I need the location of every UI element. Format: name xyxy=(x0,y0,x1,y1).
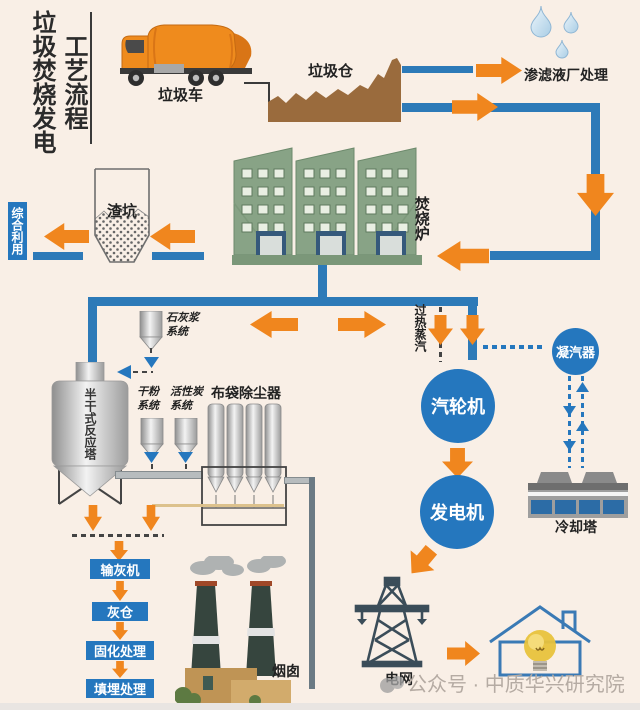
condenser-dash-h xyxy=(483,345,545,349)
steam-arrow-right xyxy=(338,311,386,338)
bunker-label: 垃圾仓 xyxy=(308,63,354,80)
chimney-icon xyxy=(175,556,291,706)
condenser-label: 凝汽器 xyxy=(555,345,595,360)
dry-powder-dash xyxy=(151,464,153,471)
watermark-logo xyxy=(380,676,408,694)
page-title-line1: 垃圾焚烧发电 xyxy=(28,10,55,154)
landfill-box: 填埋处理 xyxy=(86,679,154,698)
baghouse-label: 布袋除尘器 xyxy=(211,385,281,401)
turbine-generator-arrow xyxy=(442,448,473,478)
ash-silo-label: 灰仓 xyxy=(106,605,133,620)
house-icon xyxy=(489,605,591,677)
slag-bar-2 xyxy=(33,252,83,260)
ash-conveyor-box: 输灰机 xyxy=(90,559,150,579)
condenser-dash-v1 xyxy=(568,376,571,468)
page-title-line2: 工艺流程 xyxy=(60,34,87,130)
flue-duct-vertical xyxy=(309,477,315,689)
landfill-label: 填埋处理 xyxy=(93,682,146,697)
lime-dash-v xyxy=(150,348,152,357)
watermark-text: 公众号 · 中质华兴研究院 xyxy=(407,674,625,696)
carbon-chevron xyxy=(178,452,193,463)
solidify-box: 固化处理 xyxy=(86,641,154,660)
condenser-tri-up-1 xyxy=(576,382,589,392)
water-drops-icon xyxy=(530,6,579,59)
building-down-pipe xyxy=(318,265,327,302)
reactor-ash-arrow xyxy=(84,505,102,531)
dry-powder-label: 干粉 系统 xyxy=(137,386,159,412)
slag-arrow-1 xyxy=(150,223,195,250)
slag-pit-icon xyxy=(94,168,150,263)
truck-label: 垃圾车 xyxy=(158,87,204,104)
ash-arrow-1 xyxy=(112,581,128,601)
solidify-label: 固化处理 xyxy=(93,644,146,659)
main-pipe-h xyxy=(88,297,478,306)
grid-house-arrow xyxy=(447,641,480,666)
leachate-label: 渗滤液厂处理 xyxy=(524,67,608,83)
carbon-label: 活性炭 系统 xyxy=(170,386,203,412)
condenser-tri-down-1 xyxy=(563,406,576,416)
ash-arrow-to-conveyor xyxy=(110,541,128,561)
baghouse-out-duct xyxy=(284,477,312,484)
carbon-hopper-icon xyxy=(174,418,198,458)
slag-bar-1 xyxy=(152,252,204,260)
chimney-label: 烟囱 xyxy=(272,663,300,679)
ash-arrow-3 xyxy=(112,661,128,678)
steam-label: 过热蒸汽 xyxy=(413,304,427,352)
ash-dashed-line xyxy=(72,534,164,537)
lime-hopper-icon xyxy=(139,311,163,351)
dry-powder-hopper-icon xyxy=(140,418,164,458)
condenser-tri-down-2 xyxy=(563,441,576,451)
steam-arrow-down-1 xyxy=(428,315,453,345)
slag-arrow-2 xyxy=(44,223,89,250)
feed-arrow-right xyxy=(452,93,498,121)
lime-chevron-down xyxy=(144,357,159,368)
generator-node: 发电机 xyxy=(420,475,494,549)
feed-pipe-h xyxy=(402,103,600,112)
turbine-label: 汽轮机 xyxy=(431,397,485,417)
feed-pipe-return xyxy=(490,251,600,260)
generator-label: 发电机 xyxy=(430,503,484,523)
reuse-label: 综合利用 xyxy=(10,207,24,255)
pit-edge-line-v xyxy=(268,82,270,120)
reuse-badge: 综合利用 xyxy=(8,202,27,260)
ash-silo-box: 灰仓 xyxy=(92,602,148,621)
turbine-node: 汽轮机 xyxy=(421,369,495,443)
steam-arrow-down-2 xyxy=(460,315,485,345)
title-divider xyxy=(90,12,92,144)
fluegas-arrow-left xyxy=(250,311,298,338)
bottom-strip xyxy=(0,703,640,710)
baghouse-ash-arrow xyxy=(142,505,160,531)
cooling-tower-label: 冷却塔 xyxy=(555,519,597,535)
pit-edge-line-h xyxy=(244,82,270,84)
condenser-tri-up-2 xyxy=(576,421,589,431)
carbon-dash xyxy=(185,464,187,471)
slag-pit-label: 渣坑 xyxy=(107,203,138,220)
cooling-tower-icon xyxy=(528,472,628,518)
reactor-label: 半干式反应塔 xyxy=(83,388,97,460)
baghouse-icon xyxy=(201,403,287,526)
feed-arrow-left xyxy=(437,241,489,271)
incinerator-label: 焚烧炉 xyxy=(412,196,430,241)
reactor-tower-icon xyxy=(51,362,129,505)
garbage-truck-icon xyxy=(120,24,252,86)
lime-label: 石灰浆 系统 xyxy=(166,312,199,338)
reactor-baghouse-duct xyxy=(115,471,203,479)
ash-collect-line xyxy=(152,504,284,507)
ash-conveyor-label: 输灰机 xyxy=(100,562,140,578)
condenser-node: 凝汽器 xyxy=(552,328,599,375)
incinerator-building-icon xyxy=(232,147,422,265)
lime-dash-h xyxy=(133,371,153,373)
main-pipe-left-elbow xyxy=(88,297,97,365)
dry-powder-chevron xyxy=(144,452,159,463)
leachate-arrow xyxy=(476,57,522,84)
feed-arrow-down xyxy=(577,174,614,216)
grid-pylon-icon xyxy=(354,576,430,668)
waste-bunker-icon xyxy=(268,58,401,122)
leachate-pipe xyxy=(402,66,473,73)
ash-arrow-2 xyxy=(112,622,128,640)
